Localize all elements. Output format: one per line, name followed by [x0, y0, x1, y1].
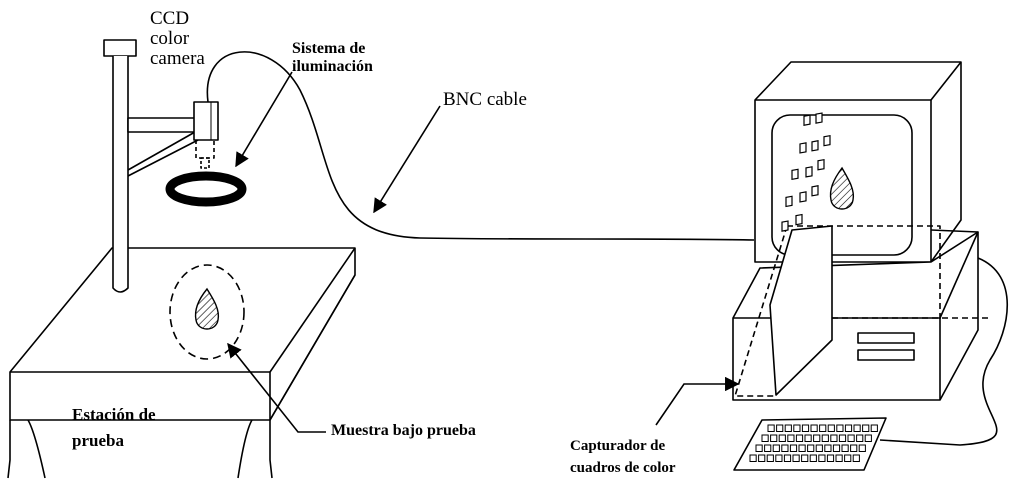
- ring-light: [165, 171, 247, 207]
- keyboard-key: [847, 434, 855, 442]
- grabber-chips: [781, 112, 831, 232]
- keyboard-key: [781, 444, 789, 452]
- sample-drop-icon: [194, 287, 220, 330]
- lighting-arrow: [235, 71, 293, 168]
- frame-grabber-card: [734, 225, 990, 397]
- camera-label-line-3: camera: [150, 47, 205, 69]
- camera-label: CCD color camera: [150, 9, 205, 69]
- keyboard-key: [870, 424, 878, 432]
- keyboard-key: [789, 444, 798, 452]
- grabber-arrow: [655, 376, 740, 426]
- grabber-label: Capturador de cuadros de color: [570, 436, 676, 480]
- keyboard-key: [844, 424, 853, 432]
- keyboard-key: [783, 454, 792, 462]
- drive-bay-2: [857, 349, 915, 361]
- sample-region: [169, 264, 245, 360]
- keyboard-key: [793, 424, 801, 432]
- monitor: [754, 61, 962, 263]
- keyboard: [733, 417, 887, 471]
- station-label-line-2: prueba: [72, 431, 124, 451]
- keyboard-key: [819, 424, 827, 432]
- keyboard-key: [810, 424, 818, 432]
- keyboard-key: [862, 424, 870, 432]
- keyboard-key: [815, 444, 823, 452]
- keyboard-key: [795, 434, 804, 442]
- keyboard-key: [764, 444, 772, 452]
- keyboard-key: [792, 454, 800, 462]
- keyboard-key: [836, 424, 844, 432]
- keyboard-key: [761, 434, 769, 442]
- keyboard-key: [832, 444, 841, 452]
- keyboard-key: [749, 454, 757, 462]
- keyboard-key: [813, 434, 821, 442]
- keyboard-key: [818, 454, 826, 462]
- keyboard-key: [807, 444, 815, 452]
- lighting-label-line-1: Sistema de: [292, 40, 366, 57]
- grabber-label-line-1: Capturador de: [570, 438, 666, 454]
- test-station-table: [7, 247, 356, 479]
- sample-label: Muestra bajo prueba: [331, 422, 476, 439]
- keyboard-key: [850, 444, 858, 452]
- lighting-label-line-2: iluminación: [292, 58, 373, 76]
- keyboard-key: [852, 454, 860, 462]
- keyboard-key: [770, 434, 778, 442]
- camera-stand: [103, 39, 199, 293]
- camera-label-line-1: CCD: [150, 8, 190, 29]
- keyboard-key: [804, 434, 812, 442]
- keyboard-key: [772, 444, 780, 452]
- cable-label: BNC cable: [443, 89, 527, 110]
- keyboard-key: [844, 454, 852, 462]
- keyboard-key: [775, 454, 783, 462]
- keyboard-keys: [749, 424, 878, 462]
- keyboard-key: [766, 454, 774, 462]
- cable-arrow: [373, 105, 441, 214]
- keyboard-key: [801, 424, 810, 432]
- keyboard-key: [778, 434, 786, 442]
- keyboard-key: [776, 424, 784, 432]
- grabber-label-line-2: cuadros de color: [570, 459, 676, 476]
- bnc-cable: [206, 51, 755, 241]
- drive-bay-1: [857, 332, 915, 344]
- screen-drop-icon: [829, 166, 855, 210]
- station-label: Estación de prueba: [72, 402, 156, 455]
- keyboard-key: [801, 454, 809, 462]
- station-label-line-1: Estación de: [72, 405, 156, 424]
- keyboard-key: [798, 444, 806, 452]
- keyboard-key: [787, 434, 795, 442]
- keyboard-key: [767, 424, 775, 432]
- keyboard-key: [758, 454, 766, 462]
- keyboard-key: [755, 444, 763, 452]
- keyboard-key: [830, 434, 838, 442]
- keyboard-key: [856, 434, 864, 442]
- keyboard-key: [858, 444, 866, 452]
- keyboard-key: [841, 444, 849, 452]
- keyboard-key: [784, 424, 792, 432]
- keyboard-key: [824, 444, 832, 452]
- keyboard-key: [821, 434, 829, 442]
- keyboard-key: [853, 424, 861, 432]
- camera-label-line-2: color: [150, 27, 190, 49]
- sample-arrow: [227, 342, 326, 433]
- keyboard-key: [838, 434, 847, 442]
- keyboard-key: [826, 454, 835, 462]
- keyboard-key: [809, 454, 817, 462]
- keyboard-key: [827, 424, 835, 432]
- keyboard-key: [835, 454, 843, 462]
- ccd-camera: [193, 101, 219, 169]
- lighting-label: Sistema de iluminación: [292, 40, 373, 77]
- keyboard-key: [864, 434, 872, 442]
